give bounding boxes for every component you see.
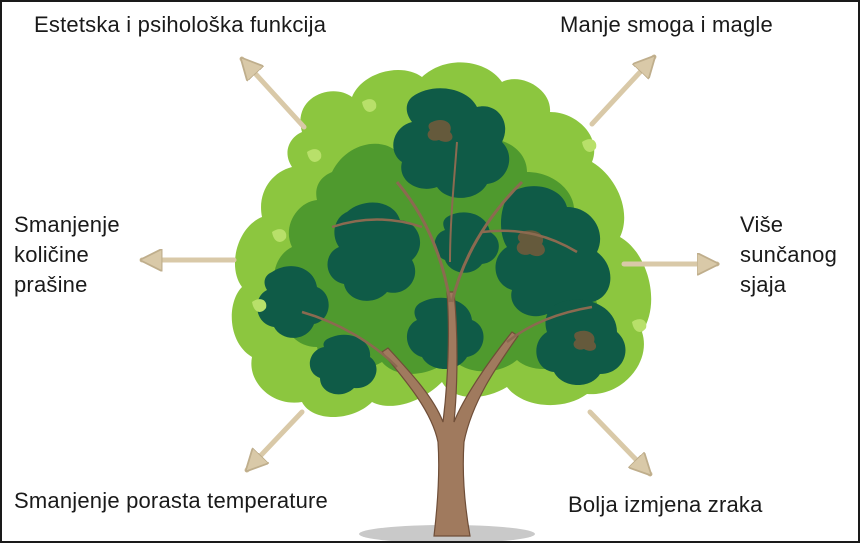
label-left-line-3: prašine — [14, 270, 120, 300]
label-right-line-2: sunčanog — [740, 240, 837, 270]
label-bottom-left-text: Smanjenje porasta temperature — [14, 486, 328, 516]
label-bottom-left: Smanjenje porasta temperature — [14, 486, 328, 516]
arrow-top-right — [592, 57, 654, 124]
arrow-bottom-right — [590, 412, 650, 474]
arrow-top-left — [242, 59, 304, 127]
label-top-left-text: Estetska i psihološka funkcija — [34, 10, 326, 40]
label-left: Smanjenje količine prašine — [14, 210, 120, 300]
label-top-right-text: Manje smoga i magle — [560, 10, 773, 40]
label-right-line-1: Više — [740, 210, 837, 240]
label-top-right: Manje smoga i magle — [560, 10, 773, 40]
label-left-line-2: količine — [14, 240, 120, 270]
label-right: Više sunčanog sjaja — [740, 210, 837, 300]
label-bottom-right: Bolja izmjena zraka — [568, 490, 763, 520]
label-bottom-right-text: Bolja izmjena zraka — [568, 490, 763, 520]
label-left-line-1: Smanjenje — [14, 210, 120, 240]
label-top-left: Estetska i psihološka funkcija — [34, 10, 326, 40]
arrow-bottom-left — [247, 412, 302, 470]
label-right-line-3: sjaja — [740, 270, 837, 300]
